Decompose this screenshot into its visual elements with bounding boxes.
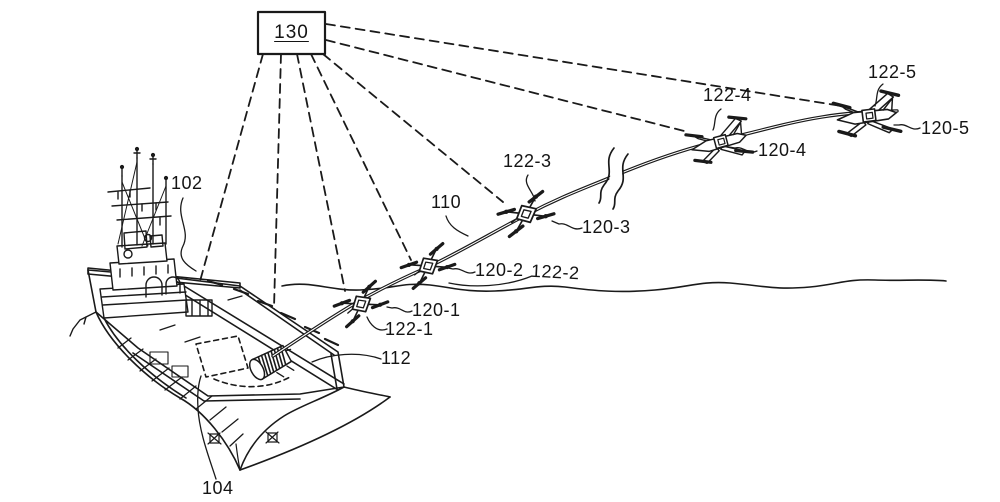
- leader-lines: [180, 83, 921, 480]
- ref-label-drone-5: 120-5: [921, 118, 970, 138]
- control-link-rays: [196, 23, 849, 345]
- ref-label-coupling-5: 122-5: [868, 62, 917, 82]
- ref-label-coupling-3: 122-3: [503, 151, 552, 171]
- drone-2: [399, 241, 457, 291]
- fixed-wing-drone-icon: [682, 111, 757, 170]
- ref-label-tether: 110: [431, 192, 462, 212]
- water-line: [281, 279, 947, 293]
- quadcopter-icon: [399, 241, 457, 291]
- ref-label-drone-1: 120-1: [412, 300, 461, 320]
- ref-label-coupling-1: 122-1: [385, 319, 434, 339]
- ref-label-drone-2: 120-2: [475, 260, 524, 280]
- hull-fittings: [207, 431, 280, 471]
- drone-4: [682, 111, 757, 170]
- tether-spool: [248, 344, 295, 381]
- control-box-label: 130: [274, 22, 309, 43]
- ref-label-spool: 112: [381, 348, 412, 368]
- ref-label-coupling-2: 122-2: [530, 260, 581, 284]
- drone-3: [496, 189, 556, 239]
- tether-break-symbol: [598, 145, 629, 212]
- ref-label-drone-3: 120-3: [582, 217, 631, 237]
- superstructure: [69, 146, 213, 378]
- quadcopter-icon: [496, 189, 556, 239]
- control-box-outline: [256, 10, 327, 56]
- deck-dashed-outline: [195, 335, 291, 388]
- ref-label-ship: 102: [171, 173, 203, 193]
- ref-label-coupling-4: 122-4: [703, 85, 752, 105]
- control-box: 130: [258, 12, 325, 54]
- ref-label-hull: 104: [202, 478, 234, 498]
- deck-markings: [159, 279, 340, 347]
- ref-label-drone-4: 120-4: [758, 140, 807, 160]
- hull-hatching: [117, 337, 244, 447]
- ship-illustration: [69, 146, 391, 471]
